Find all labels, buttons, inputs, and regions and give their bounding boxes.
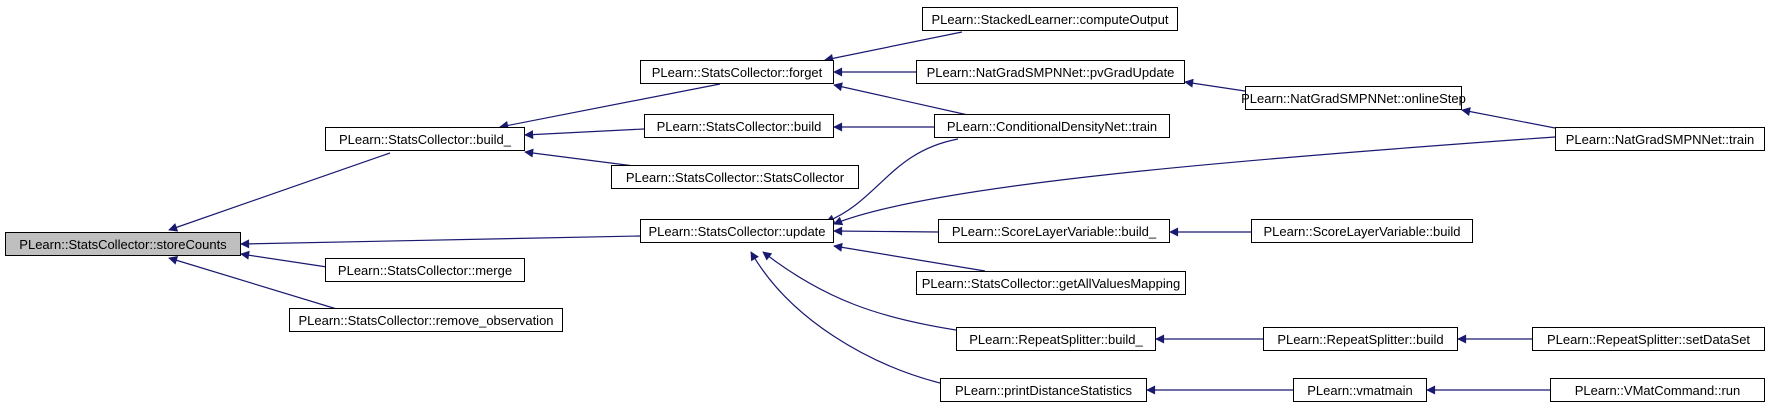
node-pvgradupdate[interactable]: PLearn::NatGradSMPNNet::pvGradUpdate <box>916 60 1185 84</box>
node-vmatcommand-run[interactable]: PLearn::VMatCommand::run <box>1550 378 1765 402</box>
edge-scorebuild_-to-update <box>833 226 939 236</box>
edge-build-to-build_ <box>524 128 645 140</box>
node-build[interactable]: PLearn::StatsCollector::build <box>644 114 834 138</box>
node-natgrad-train[interactable]: PLearn::NatGradSMPNNet::train <box>1555 127 1765 151</box>
node-build-underscore[interactable]: PLearn::StatsCollector::build_ <box>325 127 525 151</box>
node-getallvaluesmapping[interactable]: PLearn::StatsCollector::getAllValuesMapp… <box>916 271 1186 295</box>
node-onlinestep[interactable]: PLearn::NatGradSMPNNet::onlineStep <box>1241 86 1466 110</box>
edge-forget-to-build_ <box>499 83 721 130</box>
node-statscollector[interactable]: PLearn::StatsCollector::StatsCollector <box>611 165 859 189</box>
node-repeat-build-underscore[interactable]: PLearn::RepeatSplitter::build_ <box>956 327 1156 351</box>
edge-conddens-to-forget <box>833 82 969 116</box>
node-stacked-computeoutput[interactable]: PLearn::StackedLearner::computeOutput <box>922 7 1178 31</box>
node-merge[interactable]: PLearn::StatsCollector::merge <box>325 258 525 282</box>
edge-printdist-to-update <box>750 251 941 384</box>
edge-nattrain-to-onlinestep <box>1461 107 1556 129</box>
node-remove-observation[interactable]: PLearn::StatsCollector::remove_observati… <box>289 308 563 332</box>
edge-update-to-storeCounts <box>240 235 641 249</box>
edge-onlinestep-to-pvgrad <box>1184 78 1246 92</box>
node-forget[interactable]: PLearn::StatsCollector::forget <box>640 60 834 84</box>
node-score-build[interactable]: PLearn::ScoreLayerVariable::build <box>1251 219 1473 243</box>
edge-remove-to-storeCounts <box>168 256 341 311</box>
edge-getallvalues-to-update <box>833 242 986 272</box>
node-printdistancestatistics[interactable]: PLearn::printDistanceStatistics <box>940 378 1147 402</box>
node-repeat-build[interactable]: PLearn::RepeatSplitter::build <box>1263 327 1458 351</box>
node-setdataset[interactable]: PLearn::RepeatSplitter::setDataSet <box>1532 327 1765 351</box>
edge-nattrain-to-update <box>833 136 1556 226</box>
edge-merge-to-storeCounts <box>240 250 328 268</box>
edge-repeatbuild_-to-update <box>762 251 957 331</box>
node-update[interactable]: PLearn::StatsCollector::update <box>640 219 834 243</box>
edge-conddens-to-update <box>825 138 959 224</box>
edge-build_-to-storeCounts <box>168 152 391 232</box>
node-score-build-underscore[interactable]: PLearn::ScoreLayerVariable::build_ <box>938 219 1170 243</box>
node-storecounts: PLearn::StatsCollector::storeCounts <box>5 232 241 256</box>
node-conddens-train[interactable]: PLearn::ConditionalDensityNet::train <box>934 114 1170 138</box>
edge-stacked-to-forget <box>824 31 963 63</box>
node-vmatmain[interactable]: PLearn::vmatmain <box>1293 378 1427 402</box>
